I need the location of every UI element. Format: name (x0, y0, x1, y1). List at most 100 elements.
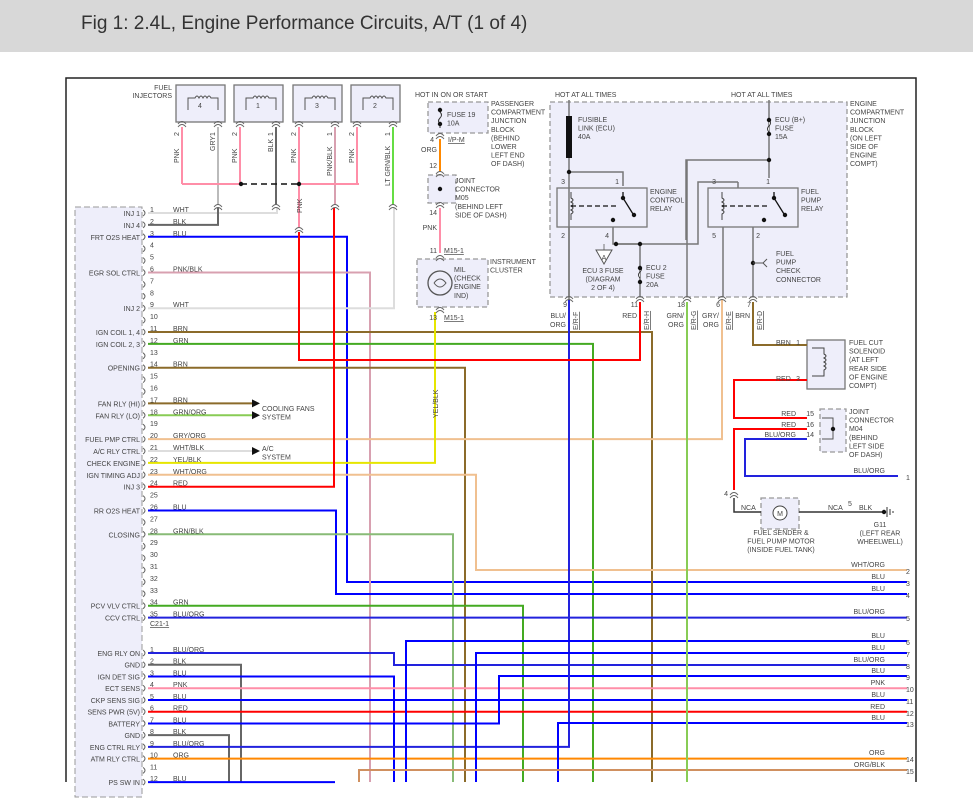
ecm-pin-number: 9 (150, 741, 154, 748)
relay-coil-feed (616, 181, 738, 245)
wire-color-label: PNK/BLK (327, 146, 334, 176)
pin-number: 7 (747, 302, 751, 309)
output-number: 2 (906, 569, 910, 576)
pin-number: 14 (806, 432, 814, 439)
ecm-pin-connector-icon (142, 292, 146, 300)
wire-color-label: PNK (297, 198, 304, 213)
wire-color-label: GRY (210, 136, 217, 151)
connector-id: M15-1 (444, 315, 464, 322)
ecm-c1-pin24-wire (148, 208, 335, 488)
arrow-icon (252, 447, 260, 455)
injector-number: 3 (315, 103, 319, 110)
ecm-c2-pin8-wire (148, 734, 230, 782)
ecm-pin-connector-icon (142, 578, 146, 586)
connector-icon (352, 121, 362, 128)
splice-dot (437, 121, 443, 127)
output-wire-color: BLU (871, 692, 885, 699)
output-wire-color: BLU (871, 645, 885, 652)
wire-color-label: PNK (232, 148, 239, 163)
ecm-pin-number: 8 (150, 729, 154, 736)
ejb-output-connector (635, 296, 645, 303)
ecm-pin-number: 1 (150, 207, 154, 214)
brn-fuel-cut-wire (752, 302, 807, 346)
wire-color-label: BLU/ORG (173, 612, 205, 619)
pin-number: 1 (268, 132, 275, 136)
m05-label: CONNECTOR (455, 187, 500, 194)
passenger-jb-label: (BEHIND (491, 135, 520, 142)
ecm-pin-connector-icon (142, 495, 146, 502)
ecm-pin-connector-icon (142, 316, 146, 324)
wire-color-label: LT GRN/BLK (385, 145, 392, 186)
output-15-wire (358, 769, 907, 782)
output-number: 9 (906, 675, 910, 682)
wire-color-label: ORG (550, 322, 566, 329)
pin-number: 11 (430, 248, 437, 255)
splice-dot (238, 181, 244, 187)
pin-number: 9 (563, 302, 567, 309)
splice-dot (881, 509, 887, 515)
arrow-icon (252, 411, 260, 420)
wire-color-label: WHT/BLK (173, 445, 204, 452)
passenger-jb-label: PASSENGER (491, 101, 534, 108)
wire-color-label: RED (622, 313, 637, 320)
ecu-feed (612, 227, 640, 245)
wire-color-label: ORG (668, 322, 684, 329)
relay-label: RELAY (650, 206, 673, 213)
wire-color-label: BLU/ORG (173, 647, 205, 654)
wire-color-label: BRN (173, 326, 188, 333)
ecm-pin-number: 24 (150, 481, 158, 488)
fuel-pump-label: FUEL SENDER & (753, 530, 809, 537)
pin-number: 1 (327, 132, 334, 136)
ecm-pin-connector-icon (142, 447, 146, 455)
ecm-pin-number: 11 (150, 326, 157, 333)
m04-label: M04 (849, 426, 863, 433)
splice-dot (620, 195, 626, 201)
ecm-pin-connector-icon (142, 304, 146, 312)
ecm-pin-connector-icon (142, 340, 146, 348)
engine-jb-label: JUNCTION (850, 118, 885, 125)
pin-number: 2 (174, 132, 181, 136)
ground-g11-label: WHEELWELL) (857, 539, 903, 546)
splice-dot (566, 169, 572, 175)
ecm-pin-connector-icon (142, 755, 146, 763)
splice-dot (296, 181, 302, 187)
ecm-pin-label: PS SW IN (108, 780, 140, 787)
ecm-pin-label: OPENING (108, 366, 140, 373)
ecm-pin-number: 23 (150, 469, 158, 476)
fusible-link-label: 40A (578, 134, 591, 141)
output-wire-color: BLU (871, 668, 885, 675)
wire-color-label: BLU/ORG (764, 432, 796, 439)
pin-number: 1 (766, 179, 770, 186)
wire-color-label: BLK (859, 505, 873, 512)
ecm-pin-label: IGN COIL 2, 3 (96, 342, 140, 349)
wire-color-label: GRY/ (702, 313, 719, 320)
fuel-cut-solenoid-label: COMPT) (849, 383, 877, 390)
fuel-pump-relay (707, 187, 799, 228)
ecu2-fuse-label: FUSE (646, 274, 665, 281)
ecm-pin-connector-icon (142, 411, 146, 419)
pin-number: 16 (806, 422, 814, 429)
ecm-c1-pin22-wire (148, 312, 436, 464)
ecm-pin-label: FRT O2S HEAT (91, 235, 141, 242)
ecm-pin-label: CCV CTRL (105, 616, 140, 623)
ecm-pin-connector-icon (142, 566, 146, 574)
ecm-pin-connector-icon (142, 364, 146, 372)
connector-icon (271, 121, 281, 128)
ecm-pin-number: 33 (150, 588, 158, 595)
passenger-jb-label: BLOCK (491, 127, 515, 134)
splice-dot (766, 131, 772, 137)
ac-system-label: A/C (262, 446, 274, 453)
mil-label: ENGINE (454, 284, 481, 291)
output-number: 14 (906, 757, 914, 764)
ecm-pin-connector-icon (142, 554, 146, 562)
figure-header: Fig 1: 2.4L, Engine Performance Circuits… (0, 0, 973, 52)
solenoid-coil-icon (812, 347, 827, 377)
mil-label: IND) (454, 293, 468, 300)
ecm-pin-connector-icon (142, 435, 146, 443)
fusible-link-label: FUSIBLE (578, 117, 608, 124)
ecm-c2-pin1-wire (148, 652, 907, 666)
ecm-c1-pin2-wire (148, 208, 219, 226)
wire-color-label: YEL/BLK (173, 457, 202, 464)
diagram-frame (65, 77, 917, 782)
